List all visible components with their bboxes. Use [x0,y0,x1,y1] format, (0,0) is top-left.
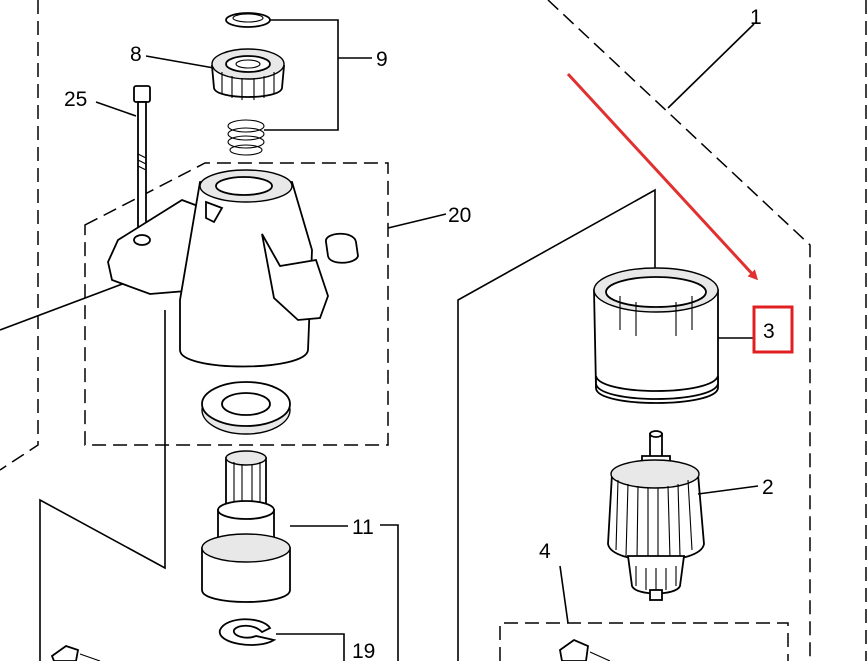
callout-11: 11 [352,516,374,539]
leader-9 [264,19,372,131]
callout-4: 4 [539,540,551,563]
group-boundaries [0,0,811,661]
leader-1 [667,23,755,109]
leader-20 [387,213,447,229]
callout-8: 8 [130,43,142,66]
spring-part [227,119,265,156]
bolt-part [133,85,151,245]
outline-lines [0,188,656,661]
highlight-arrow [566,72,759,281]
bearing-part [201,381,291,435]
callout-25: 25 [64,88,87,111]
roller-part [325,232,359,264]
callout-2: 2 [762,476,774,499]
brush-holder-part-right-partial [559,638,611,661]
callout-20: 20 [448,204,471,227]
leader-8 [145,55,215,69]
armature-part [607,430,705,601]
callout-19: 19 [352,640,375,661]
leader-19 [276,633,345,661]
callout-1: 1 [750,6,762,29]
callout-3: 3 [763,320,775,343]
leader-25 [95,101,137,117]
pinion-shaft-part [201,450,291,603]
circlip-part [225,12,271,28]
end-cover-housing-part [107,169,329,368]
brush-holder-part-partial [50,645,101,661]
e-clip-part [219,618,277,646]
callout-3-highlight-box [752,305,794,354]
callout-9: 9 [376,48,388,71]
yoke-part [593,267,719,404]
leader-4 [559,565,569,624]
pinion-gear-part [211,48,285,100]
leader-2 [697,485,759,495]
